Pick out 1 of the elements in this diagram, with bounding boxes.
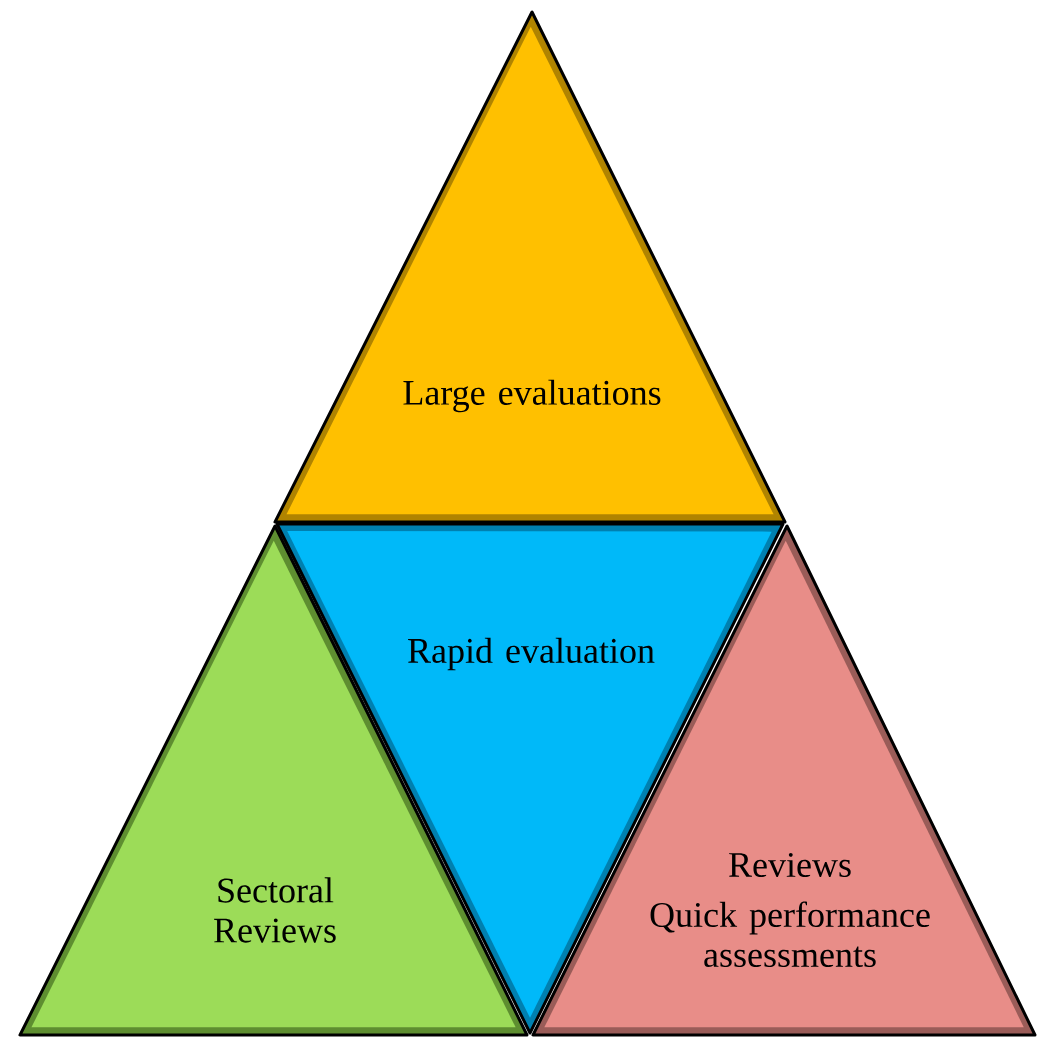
triangle: Large evaluations bbox=[273, 10, 787, 524]
